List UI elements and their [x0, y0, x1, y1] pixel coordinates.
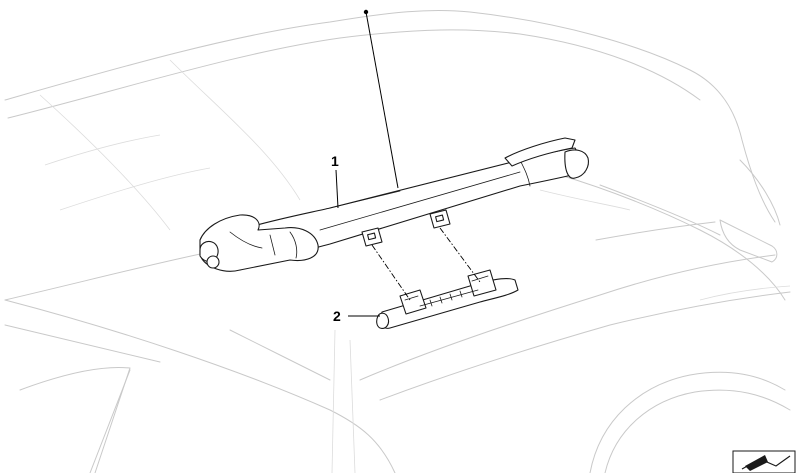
leader-lines: [335, 9, 399, 317]
car-body-outline: [4, 9, 791, 473]
part-2-clip-rail: [376, 269, 519, 329]
leader-1: [335, 169, 339, 209]
callout-1: 1: [331, 153, 339, 169]
part-1-tube: [199, 137, 589, 272]
catalog-arrow-icon: [732, 450, 796, 473]
callout-2: 2: [333, 308, 341, 324]
leader-top: [365, 11, 399, 189]
